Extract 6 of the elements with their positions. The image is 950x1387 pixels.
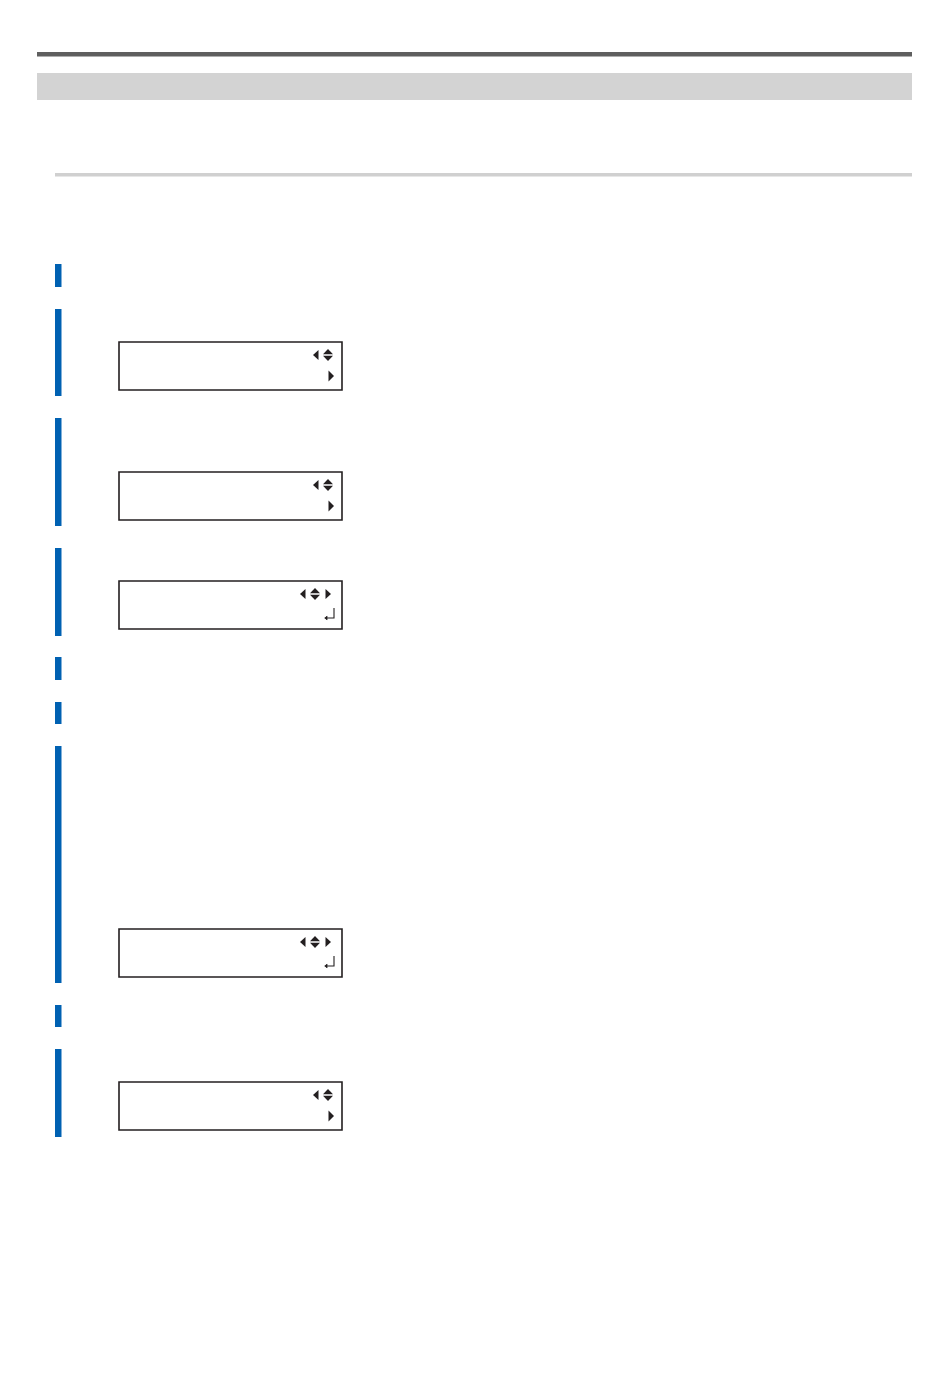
display-box bbox=[118, 471, 343, 521]
display-box bbox=[118, 1081, 343, 1131]
display-box bbox=[118, 928, 343, 978]
display-box bbox=[118, 341, 343, 391]
heading-band bbox=[37, 73, 912, 100]
display-box bbox=[118, 580, 343, 630]
